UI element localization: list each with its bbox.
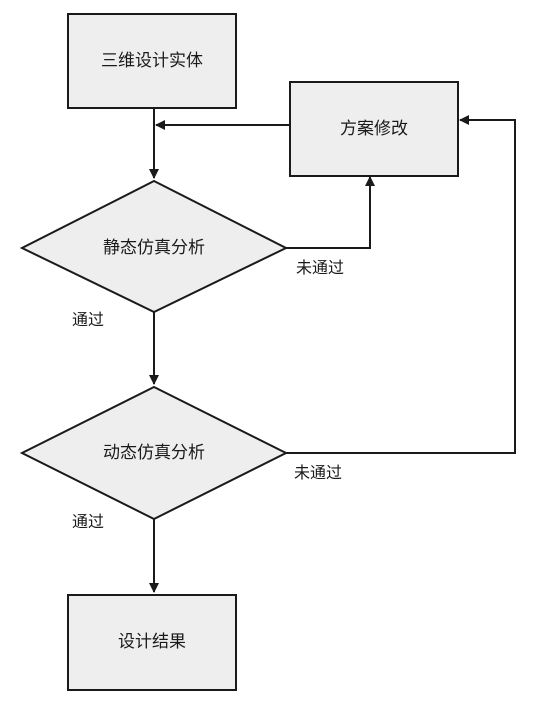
edge-dynamic-fail-to-modify [286,115,516,454]
node-result-label: 设计结果 [118,632,186,652]
node-dynamic-analysis-diamond [19,385,289,521]
node-modify-label: 方案修改 [340,119,408,139]
node-result: 设计结果 [67,594,237,691]
node-static-analysis-diamond [19,179,289,314]
edge-label-dynamic-pass: 通过 [72,512,104,531]
node-dynamic-analysis: 动态仿真分析 [19,385,289,521]
edge-label-static-fail: 未通过 [296,258,344,277]
connectors [149,108,516,593]
node-modify-box [289,81,459,177]
node-entity-box [67,13,237,109]
node-entity-label: 三维设计实体 [101,51,203,71]
edge-label-static-pass: 通过 [72,310,104,329]
node-static-analysis-label: 静态仿真分析 [103,238,205,258]
node-dynamic-analysis-label: 动态仿真分析 [103,443,205,463]
node-modify: 方案修改 [289,81,459,177]
node-entity: 三维设计实体 [67,13,237,109]
edge-label-dynamic-fail: 未通过 [294,463,342,482]
edge-static-fail-to-modify [286,176,375,249]
node-static-analysis: 静态仿真分析 [19,179,289,314]
node-result-box [67,594,237,691]
